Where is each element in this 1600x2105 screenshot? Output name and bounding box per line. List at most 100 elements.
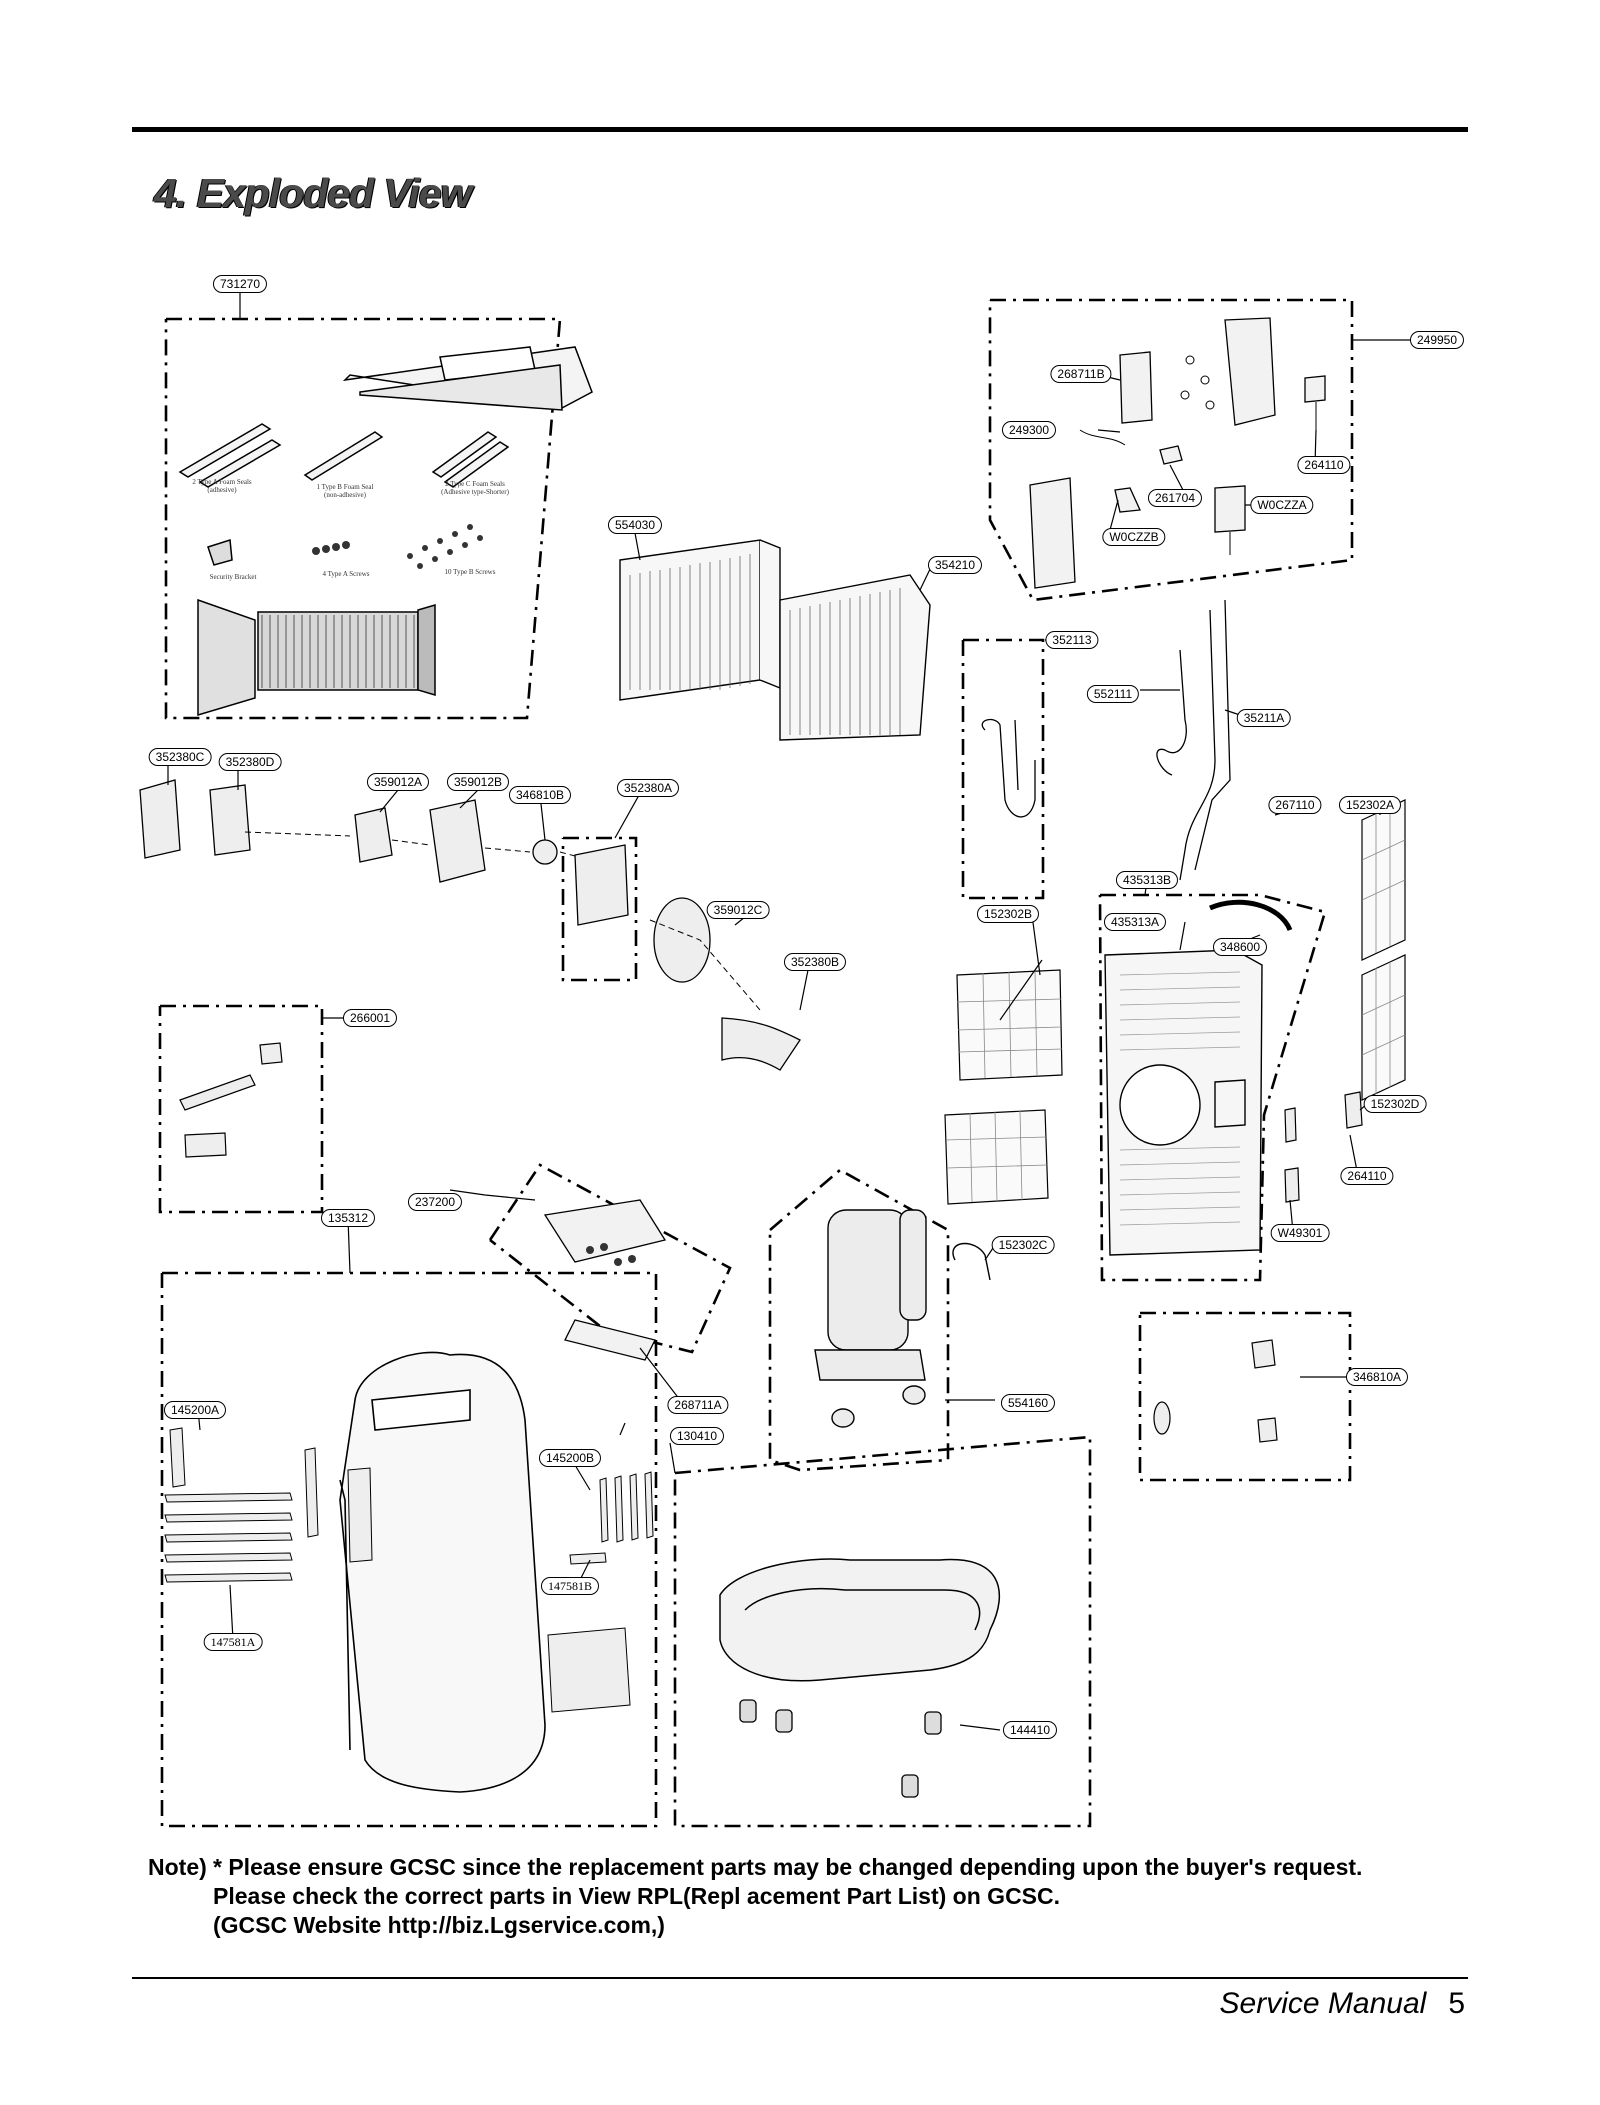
part-label: 352113 <box>1045 631 1099 649</box>
part-label: 147581A <box>203 1633 263 1651</box>
foam-seal-a <box>178 423 272 478</box>
part-label: 435313B <box>1115 871 1179 889</box>
capacitor <box>1214 485 1246 533</box>
part-label: 359012C <box>706 901 770 919</box>
part-label: 249300 <box>1001 421 1057 439</box>
page-title: 4. Exploded View <box>154 170 472 216</box>
part-label: 152302C <box>991 1236 1055 1254</box>
part-label: 352380A <box>616 779 680 797</box>
float-switch <box>179 1074 256 1111</box>
part-label: 346810B <box>508 786 572 804</box>
base-pan <box>719 1558 1001 1682</box>
front-case <box>339 1351 546 1793</box>
part-label: 268711A <box>667 1396 729 1414</box>
kit-caption: Security Bracket <box>209 573 257 581</box>
side-louver-b <box>599 1477 609 1543</box>
fan-motor <box>532 839 558 865</box>
kit-box-outline <box>164 317 562 720</box>
part-label: 152302A <box>1338 796 1402 814</box>
part-label: 152302D <box>1363 1095 1427 1113</box>
outlet-grille <box>547 1627 631 1713</box>
tubing-box-outline <box>961 638 1045 900</box>
base-box-outline <box>673 1435 1092 1828</box>
note-line-2: Please check the correct parts in View R… <box>213 1883 1061 1909</box>
shroud-b <box>721 1017 801 1071</box>
remote-control <box>1344 1091 1363 1129</box>
motor-group-outline <box>561 836 638 982</box>
part-label: 346810A <box>1345 1368 1409 1386</box>
kit-caption: 1 Type B Foam Seal (non-adhesive) <box>316 483 374 499</box>
part-label: 145200B <box>538 1449 602 1467</box>
display-panel <box>543 1199 667 1263</box>
part-label: 435313A <box>1103 913 1167 931</box>
part-label: 352380C <box>148 748 212 766</box>
part-label: 35211A <box>1236 709 1292 727</box>
capillary-tube <box>1156 609 1216 881</box>
part-label: 266001 <box>342 1009 398 1027</box>
part-label: 352380B <box>783 953 847 971</box>
condenser-coil <box>779 574 931 741</box>
bottom-rule <box>132 1977 1468 1979</box>
refrigerant-tubing <box>981 718 1036 818</box>
part-label: 261704 <box>1147 489 1203 507</box>
note-label: Note) <box>148 1854 207 1880</box>
motor-bracket-c <box>139 779 181 859</box>
part-label: W49301 <box>1270 1224 1330 1242</box>
hose-adaptor <box>197 598 256 717</box>
part-label: W0CZZB <box>1102 528 1166 546</box>
note-line-1: * Please ensure GCSC since the replaceme… <box>213 1854 1363 1880</box>
part-label: 267110 <box>1268 796 1322 814</box>
blower-housing <box>429 799 486 883</box>
foam-seal-b <box>303 431 384 481</box>
pcb-board <box>564 1319 656 1361</box>
compressor <box>827 1209 909 1351</box>
caster-1 <box>739 1699 757 1723</box>
pump-gear <box>1153 1401 1171 1435</box>
foam-seal-c <box>431 431 498 478</box>
scroll-plate <box>574 844 629 926</box>
condenser-fan <box>653 897 711 983</box>
top-rule <box>132 127 1468 132</box>
rear-panel-outline <box>1098 893 1327 1282</box>
part-label: 359012B <box>446 773 510 791</box>
handle <box>1209 899 1293 932</box>
note-line-3: (GCSC Website http://biz.Lgservice.com,) <box>213 1912 665 1938</box>
part-label: 554160 <box>1000 1394 1056 1412</box>
part-label: 135312 <box>320 1209 376 1227</box>
electrical-box-outline <box>988 298 1354 602</box>
part-label: 147581B <box>540 1577 600 1595</box>
pump-motor <box>1251 1339 1276 1369</box>
part-label: 554030 <box>607 516 663 534</box>
motor-box-outline <box>1138 1311 1352 1482</box>
part-label: 552111 <box>1086 685 1140 703</box>
motor-bracket-d <box>209 784 251 856</box>
part-label: 145200A <box>163 1401 227 1419</box>
part-label: 359012A <box>366 773 430 791</box>
kit-caption: 4 Type A Screws <box>322 570 370 578</box>
part-label: 264110 <box>1297 456 1351 474</box>
side-louver-a <box>169 1427 186 1488</box>
part-label: 264110 <box>1340 1167 1394 1185</box>
page-number: 5 <box>1448 1987 1465 2020</box>
part-label: 237200 <box>407 1193 463 1211</box>
part-label: 731270 <box>212 275 268 293</box>
blower-wheel <box>354 807 393 863</box>
part-label: 144410 <box>1002 1721 1058 1739</box>
security-bracket <box>207 539 233 566</box>
part-label: 354210 <box>927 556 983 574</box>
part-label: 249950 <box>1409 331 1465 349</box>
part-label: 130410 <box>669 1427 725 1445</box>
part-label: W0CZZA <box>1250 496 1314 514</box>
exhaust-hose <box>257 611 419 691</box>
power-cord-plug <box>1284 1107 1297 1143</box>
kit-caption: 10 Type B Screws <box>444 568 496 576</box>
filter-d <box>1361 954 1406 1101</box>
part-label: 348600 <box>1212 938 1268 956</box>
part-label: 268711B <box>1050 365 1112 383</box>
part-label: 152302B <box>976 905 1040 923</box>
kit-caption: 2 Type C Foam Seals (Adhesive type-Short… <box>441 480 509 496</box>
filter-a <box>1361 799 1406 961</box>
footer-title: Service Manual <box>1219 1987 1427 2020</box>
kit-caption: 2 Type A Foam Seals (adhesive) <box>192 478 252 494</box>
control-box <box>1224 317 1276 426</box>
